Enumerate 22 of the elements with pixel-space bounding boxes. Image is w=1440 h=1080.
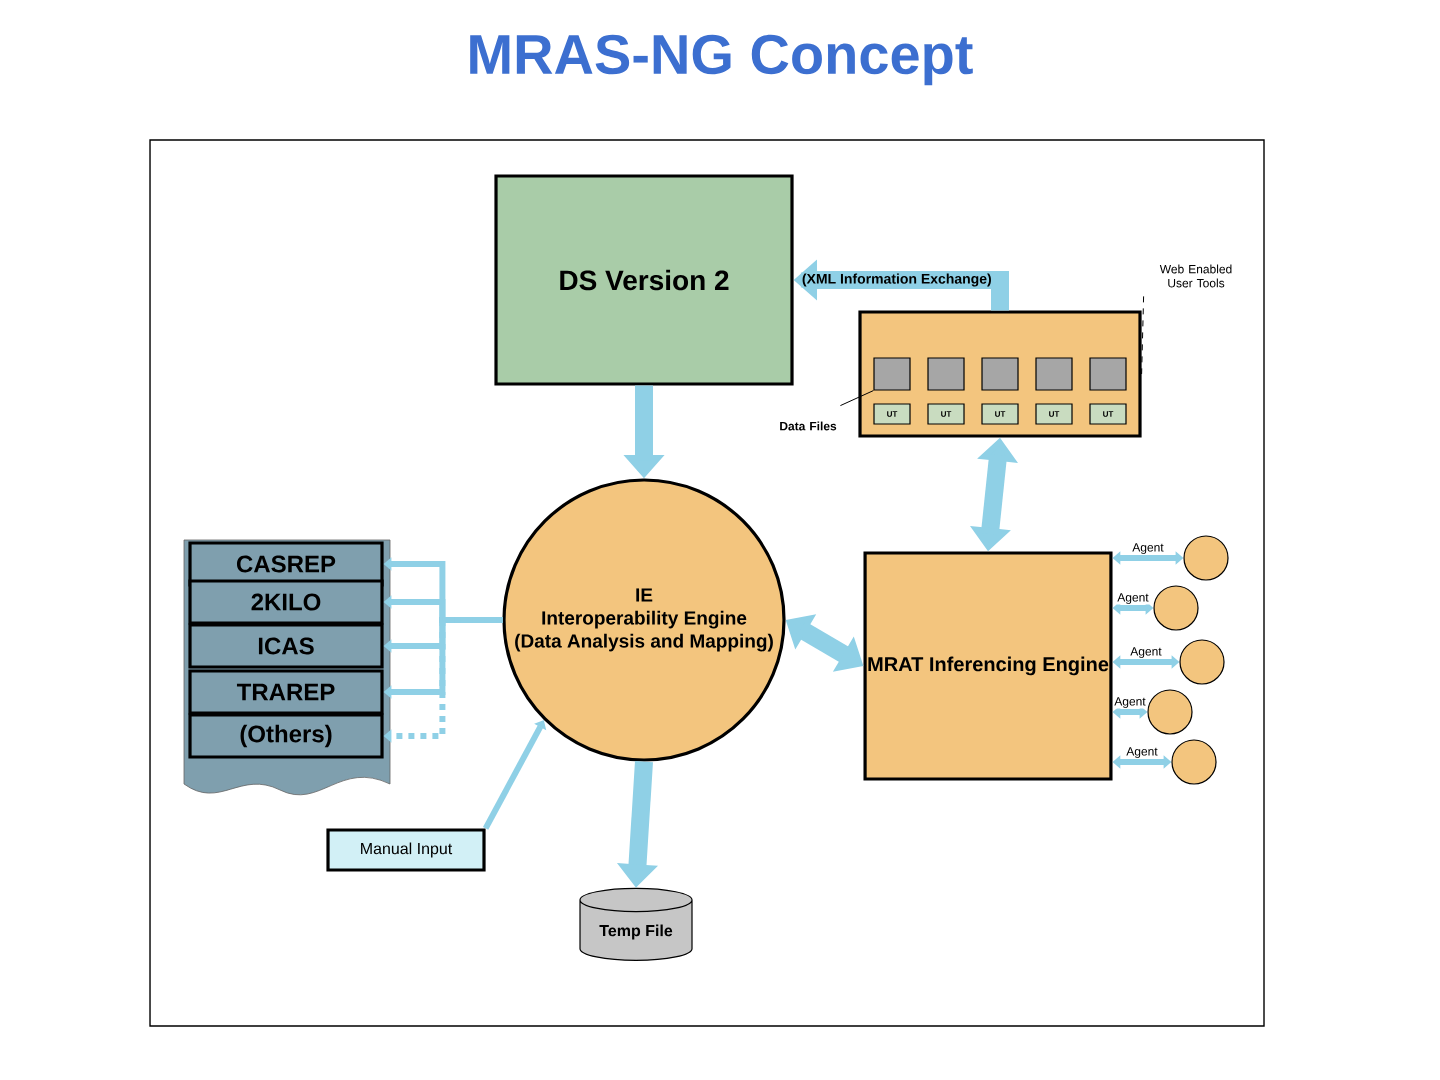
data-file-box (1089, 357, 1127, 391)
leader-line (839, 390, 874, 407)
file-cylinder: Temp File (579, 887, 693, 961)
report-row: CASREP (188, 541, 384, 587)
leader-line (1141, 295, 1145, 375)
title: MRAS-NG Concept (470, 34, 973, 86)
server-box: DS Version 2 (494, 174, 794, 386)
report-row: 2KILO (188, 579, 384, 625)
engine-box: MRAT Inferencing Engine (863, 551, 1113, 781)
input-box: Manual Input (326, 828, 486, 872)
report-row: (Others) (188, 713, 384, 759)
data-file-box (873, 357, 911, 391)
agent-circle (1171, 739, 1217, 785)
agent-circle (1179, 639, 1225, 685)
agent-circle (1147, 689, 1193, 735)
agent-circle (1153, 585, 1199, 631)
report-row: TRAREP (188, 669, 384, 715)
data-file-box (981, 357, 1019, 391)
data-file-box (1035, 357, 1073, 391)
data-file-box (927, 357, 965, 391)
report-row: ICAS (188, 623, 384, 669)
agent-circle (1183, 535, 1229, 581)
